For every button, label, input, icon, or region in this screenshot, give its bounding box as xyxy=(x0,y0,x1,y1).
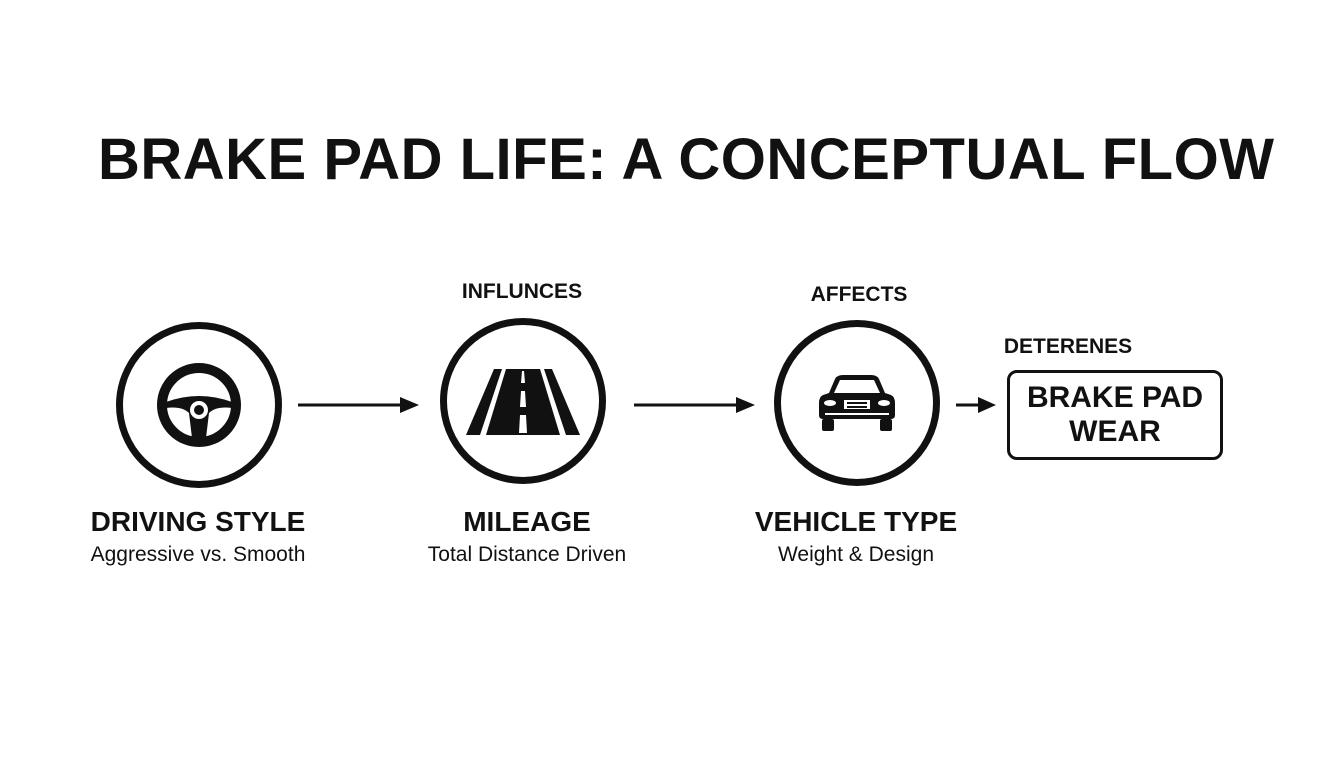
driving-style-label: DRIVING STYLE xyxy=(90,506,306,537)
brake-pad-wear-box: BRAKE PAD WEAR xyxy=(1007,370,1223,460)
mileage-label: MILEAGE xyxy=(463,506,591,537)
car-icon xyxy=(819,375,895,431)
vehicle-type-node xyxy=(774,320,940,486)
edge-label-affects: AFFECTS xyxy=(810,283,908,306)
vehicle-type-sublabel: Weight & Design xyxy=(777,543,935,566)
steering-wheel-icon xyxy=(157,363,241,447)
mileage-node xyxy=(440,318,606,484)
arrow-mileage-to-vehicle xyxy=(634,397,755,413)
arrow-vehicle-to-wear xyxy=(956,397,996,413)
arrow-driving-to-mileage xyxy=(298,397,419,413)
page-title: BRAKE PAD LIFE: A CONCEPTUAL FLOW xyxy=(98,127,1275,192)
driving-style-node xyxy=(116,322,282,488)
mileage-sublabel: Total Distance Driven xyxy=(427,543,627,566)
road-icon xyxy=(466,369,580,435)
driving-style-sublabel: Aggressive vs. Smooth xyxy=(90,543,306,566)
vehicle-type-label: VEHICLE TYPE xyxy=(754,506,958,537)
edge-label-influences: INFLUNCES xyxy=(461,280,583,303)
edge-label-determines: DETERENES xyxy=(1003,335,1133,358)
brake-pad-wear-label: BRAKE PAD WEAR xyxy=(1026,381,1204,448)
